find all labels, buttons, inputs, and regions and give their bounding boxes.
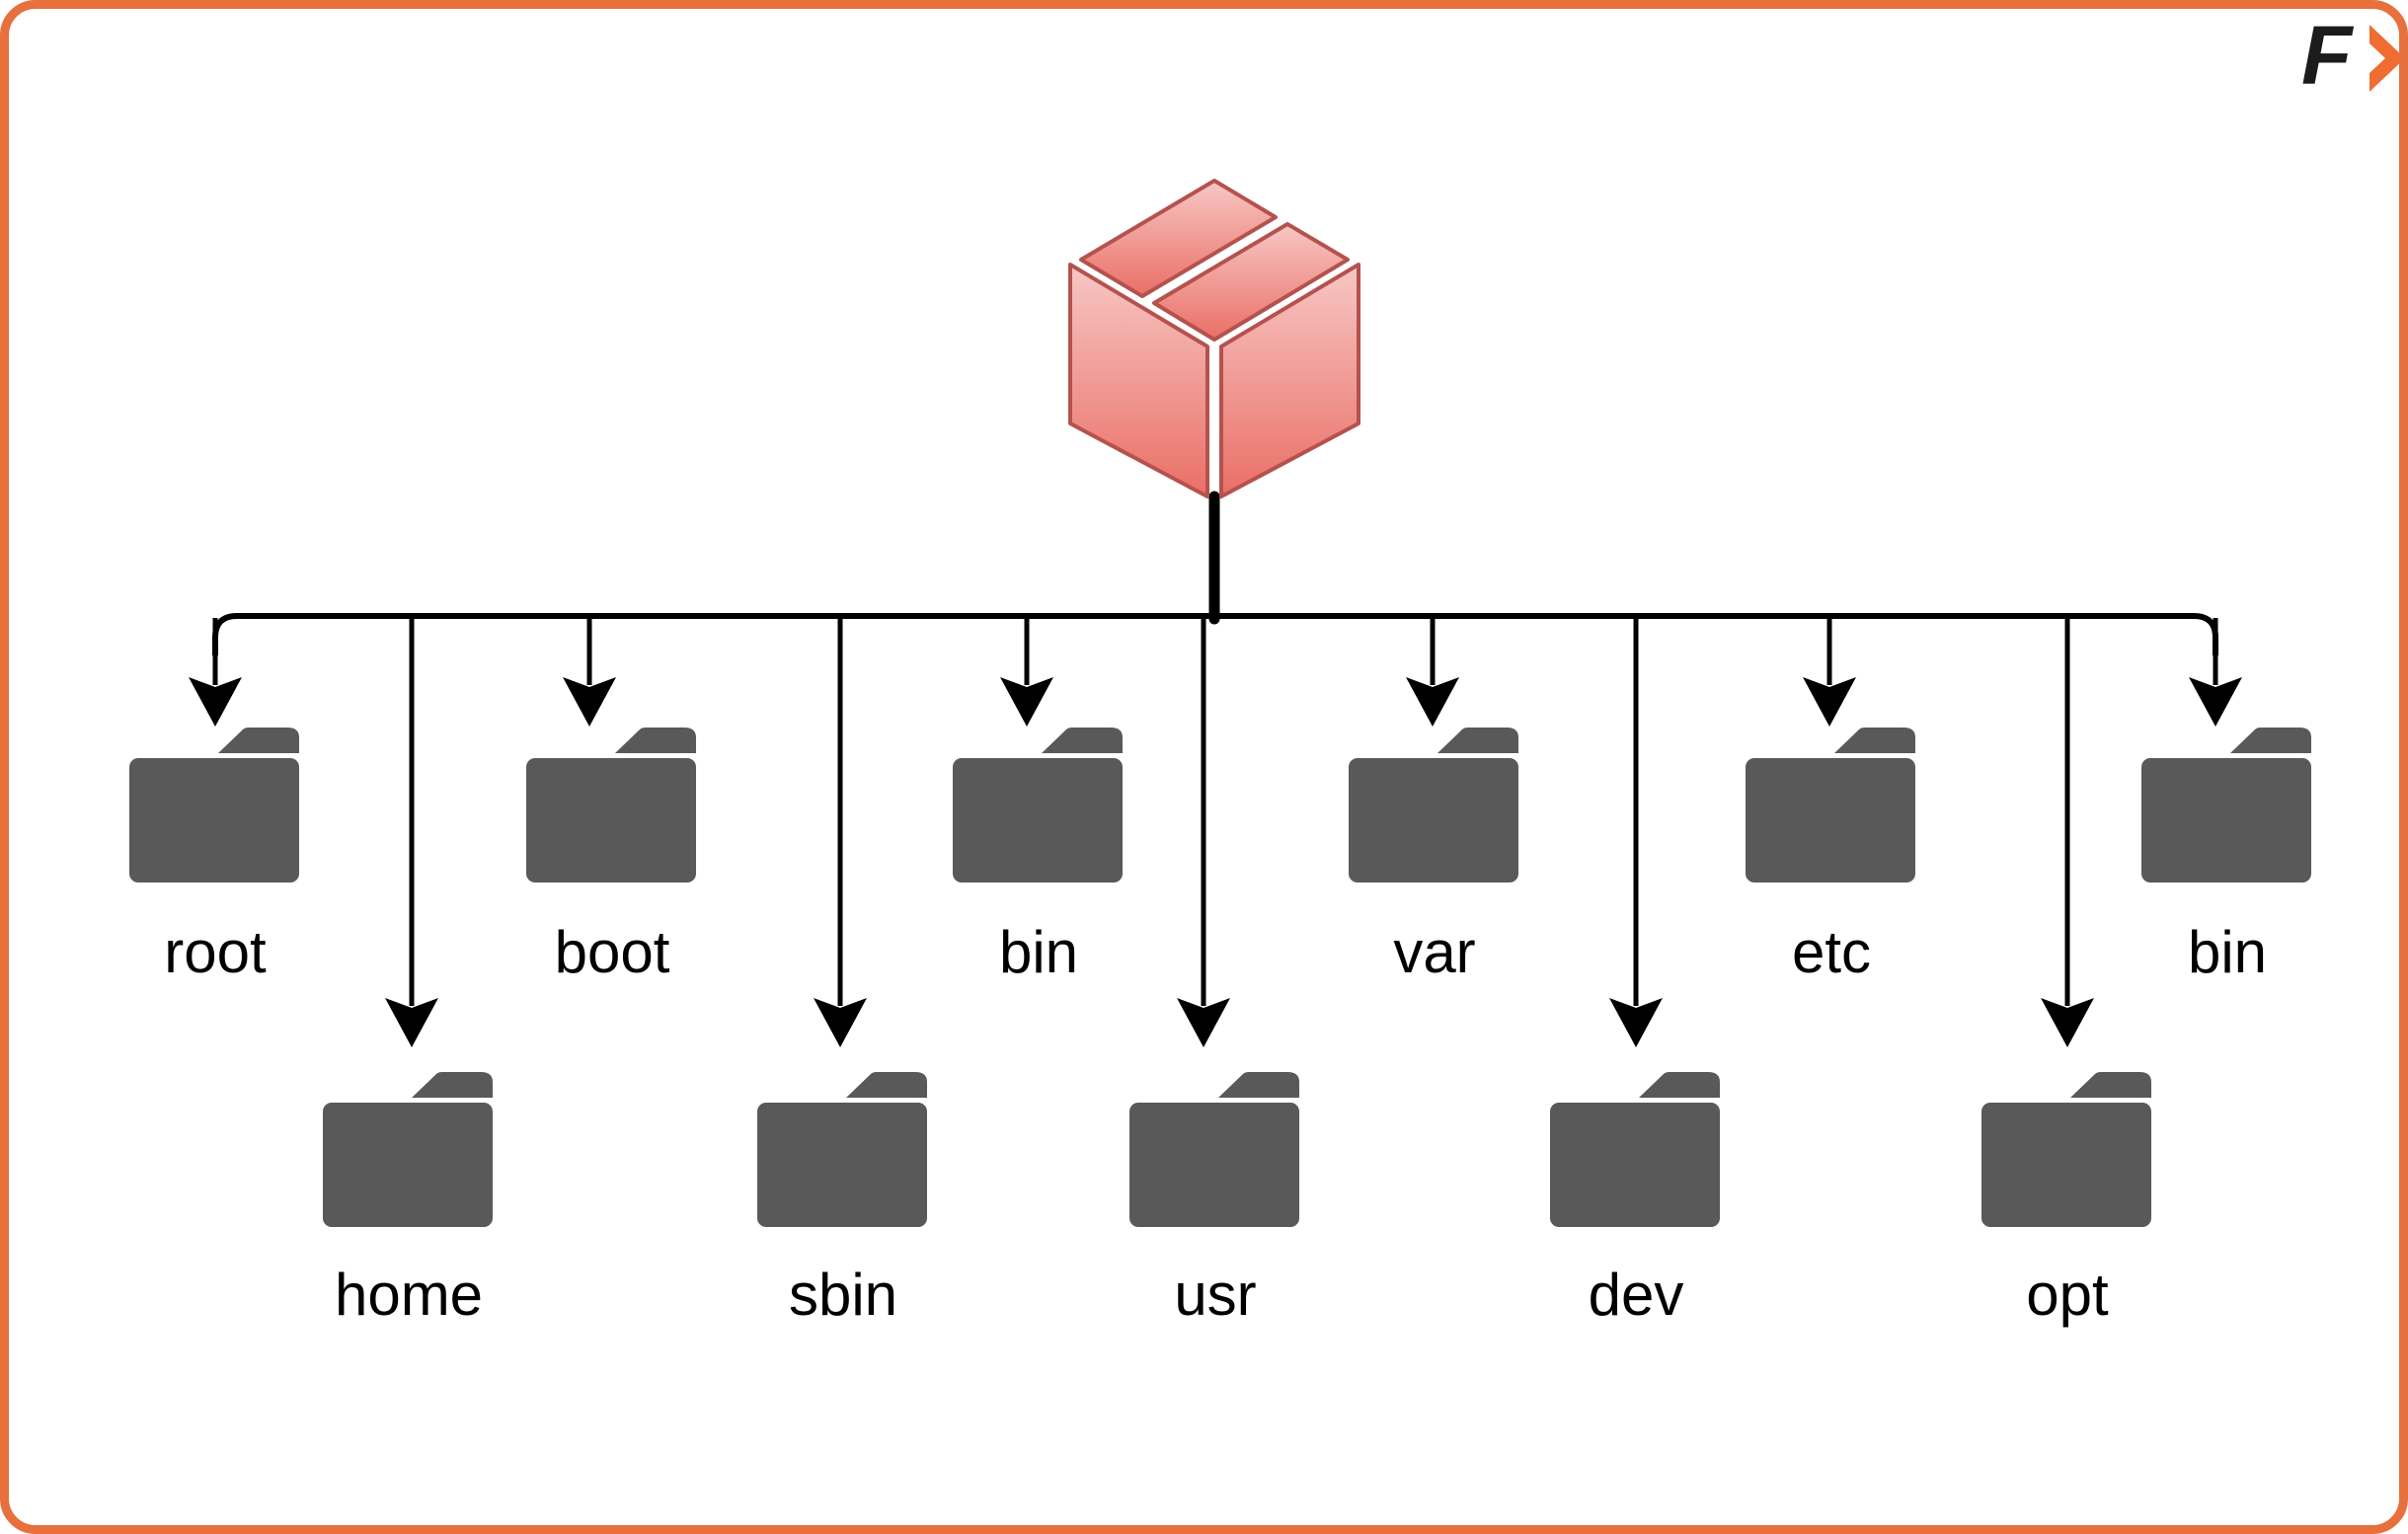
arrowhead-icon <box>1000 677 1053 727</box>
folder-node-boot: boot <box>526 728 698 982</box>
folder-label: boot <box>554 919 670 985</box>
folder-label: bin <box>998 919 1079 985</box>
tree-connectors <box>189 491 2242 1047</box>
folder-icon <box>1349 728 1518 882</box>
folder-node-opt: opt <box>1981 1072 2153 1325</box>
folder-label: bin <box>2187 919 2268 985</box>
package-right-face <box>1219 263 1360 499</box>
arrowhead-icon <box>1177 998 1230 1047</box>
folder-label: etc <box>1791 919 1872 985</box>
arrowhead-icon <box>814 998 867 1047</box>
brand-letter: F <box>2301 15 2355 98</box>
folder-icon <box>2141 728 2311 882</box>
arrowhead-icon <box>189 677 242 727</box>
folder-icon <box>129 728 299 882</box>
folder-node-var: var <box>1349 728 1520 982</box>
folder-label: sbin <box>788 1262 898 1328</box>
folder-icon <box>1981 1072 2151 1227</box>
folder-label: usr <box>1174 1262 1257 1328</box>
folder-label: root <box>164 919 267 985</box>
folder-node-bin: bin <box>2141 728 2313 982</box>
folder-node-dev: dev <box>1550 1072 1722 1325</box>
arrowhead-icon <box>1803 677 1856 727</box>
arrowhead-icon <box>2189 677 2242 727</box>
folder-node-sbin: sbin <box>757 1072 929 1325</box>
package-left-face <box>1068 263 1209 499</box>
package-right-flap <box>1152 222 1350 342</box>
folder-icon <box>757 1072 927 1227</box>
package-icon <box>1068 179 1360 499</box>
folder-node-etc: etc <box>1746 728 1917 982</box>
package-left-flap <box>1079 179 1278 298</box>
folder-node-root: root <box>129 728 301 982</box>
arrowhead-icon <box>563 677 616 727</box>
right-chevron-icon <box>2369 25 2399 92</box>
arrowhead-icon <box>2041 998 2094 1047</box>
arrowhead-icon <box>1406 677 1459 727</box>
folder-label: home <box>334 1262 484 1328</box>
folder-label: dev <box>1588 1262 1684 1328</box>
folder-node-bin: bin <box>953 728 1125 982</box>
folder-icon <box>1129 1072 1299 1227</box>
brand-logo: F <box>2301 15 2399 98</box>
arrowhead-icon <box>1609 998 1663 1047</box>
folder-icon <box>526 728 696 882</box>
arrowhead-icon <box>385 998 438 1047</box>
folder-icon <box>323 1072 493 1227</box>
folder-node-home: home <box>323 1072 495 1325</box>
folder-icon <box>1550 1072 1720 1227</box>
folder-label: var <box>1393 919 1476 985</box>
folder-node-usr: usr <box>1129 1072 1301 1325</box>
folder-icon <box>953 728 1123 882</box>
folder-label: opt <box>2026 1262 2109 1328</box>
folder-icon <box>1746 728 1915 882</box>
